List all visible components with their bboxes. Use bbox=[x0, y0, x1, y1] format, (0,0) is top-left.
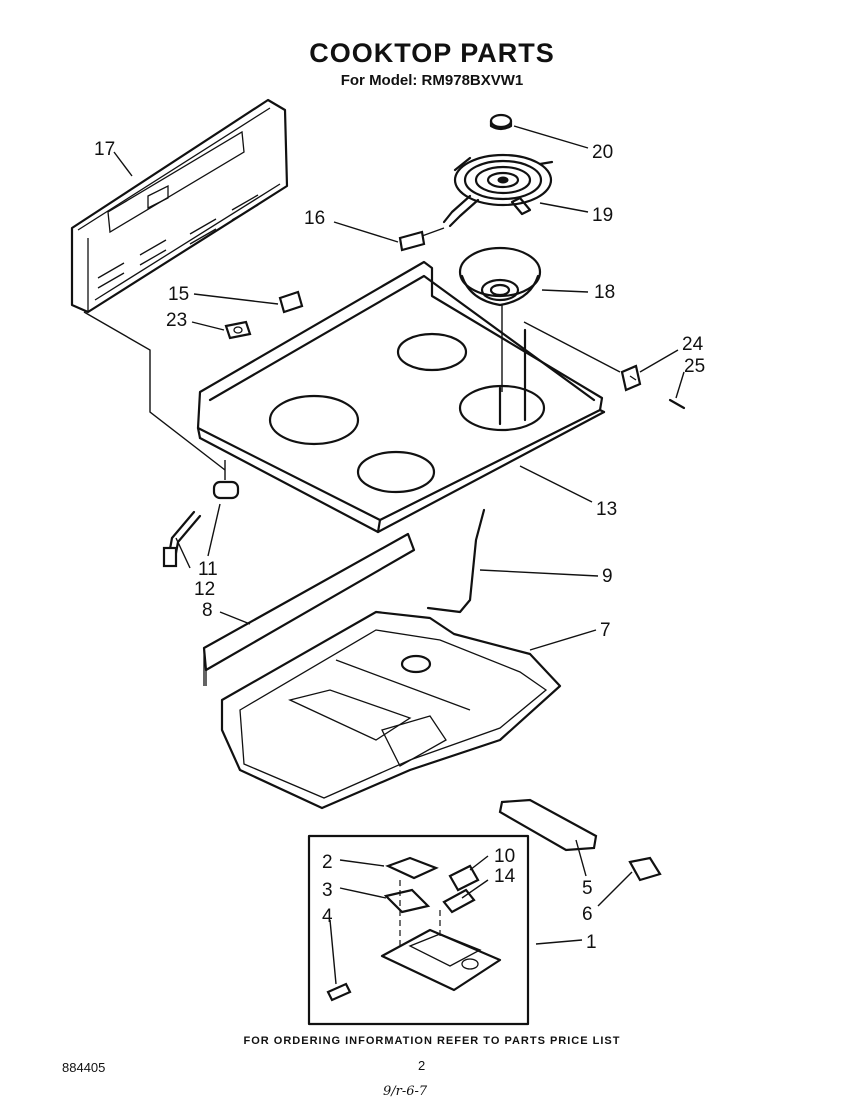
handwritten-note: 9/r-6-7 bbox=[383, 1084, 428, 1099]
callout-8: 8 bbox=[202, 600, 213, 621]
callout-20: 20 bbox=[592, 142, 613, 163]
document-number: 884405 bbox=[62, 1060, 106, 1075]
rear-panel bbox=[202, 532, 416, 686]
page-title: COOKTOP PARTS bbox=[309, 38, 555, 68]
callout-7: 7 bbox=[600, 620, 611, 641]
page-number: 2 bbox=[418, 1058, 426, 1073]
callout-19: 19 bbox=[592, 205, 613, 226]
backguard-panel bbox=[70, 98, 289, 314]
callout-9: 9 bbox=[602, 566, 613, 587]
bracket-24 bbox=[620, 364, 642, 392]
callout-23: 23 bbox=[166, 310, 187, 331]
clip-23 bbox=[224, 320, 252, 340]
callout-25: 25 bbox=[684, 356, 705, 377]
main-cooktop bbox=[196, 260, 606, 534]
callout-12: 12 bbox=[194, 579, 215, 600]
callout-24: 24 bbox=[682, 334, 704, 355]
callout-13: 13 bbox=[596, 499, 617, 520]
drip-bowl bbox=[458, 246, 542, 307]
callout-10: 10 bbox=[494, 846, 515, 867]
surface-unit-cap bbox=[489, 113, 513, 131]
callout-1: 1 bbox=[586, 932, 597, 953]
bracket-5 bbox=[498, 798, 598, 852]
rod-9 bbox=[426, 508, 486, 614]
surface-element bbox=[442, 153, 554, 228]
model-subtitle: For Model: RM978BXVW1 bbox=[340, 72, 524, 89]
callout-labels: 20 19 16 18 17 15 23 24 25 13 9 7 8 11 1… bbox=[94, 139, 705, 953]
clip-15 bbox=[278, 290, 304, 314]
assembly-guide-lines bbox=[83, 305, 621, 480]
screw-25 bbox=[668, 398, 686, 410]
callout-2: 2 bbox=[322, 852, 333, 873]
terminal-11 bbox=[212, 480, 240, 500]
callout-5: 5 bbox=[582, 878, 593, 899]
ordering-note: FOR ORDERING INFORMATION REFER TO PARTS … bbox=[243, 1035, 621, 1047]
callout-18: 18 bbox=[594, 282, 615, 303]
callout-11: 11 bbox=[198, 559, 218, 580]
pan-7 bbox=[220, 610, 562, 810]
callout-14: 14 bbox=[494, 866, 516, 887]
connector-6 bbox=[628, 856, 662, 882]
terminal-block bbox=[398, 227, 445, 252]
callout-16: 16 bbox=[304, 208, 325, 229]
callout-4: 4 bbox=[322, 906, 333, 927]
callout-3: 3 bbox=[322, 880, 333, 901]
callout-17: 17 bbox=[94, 139, 115, 160]
callout-15: 15 bbox=[168, 284, 189, 305]
callout-6: 6 bbox=[582, 904, 593, 925]
wire-lead-12 bbox=[162, 510, 202, 568]
leader-lines bbox=[113, 125, 685, 985]
